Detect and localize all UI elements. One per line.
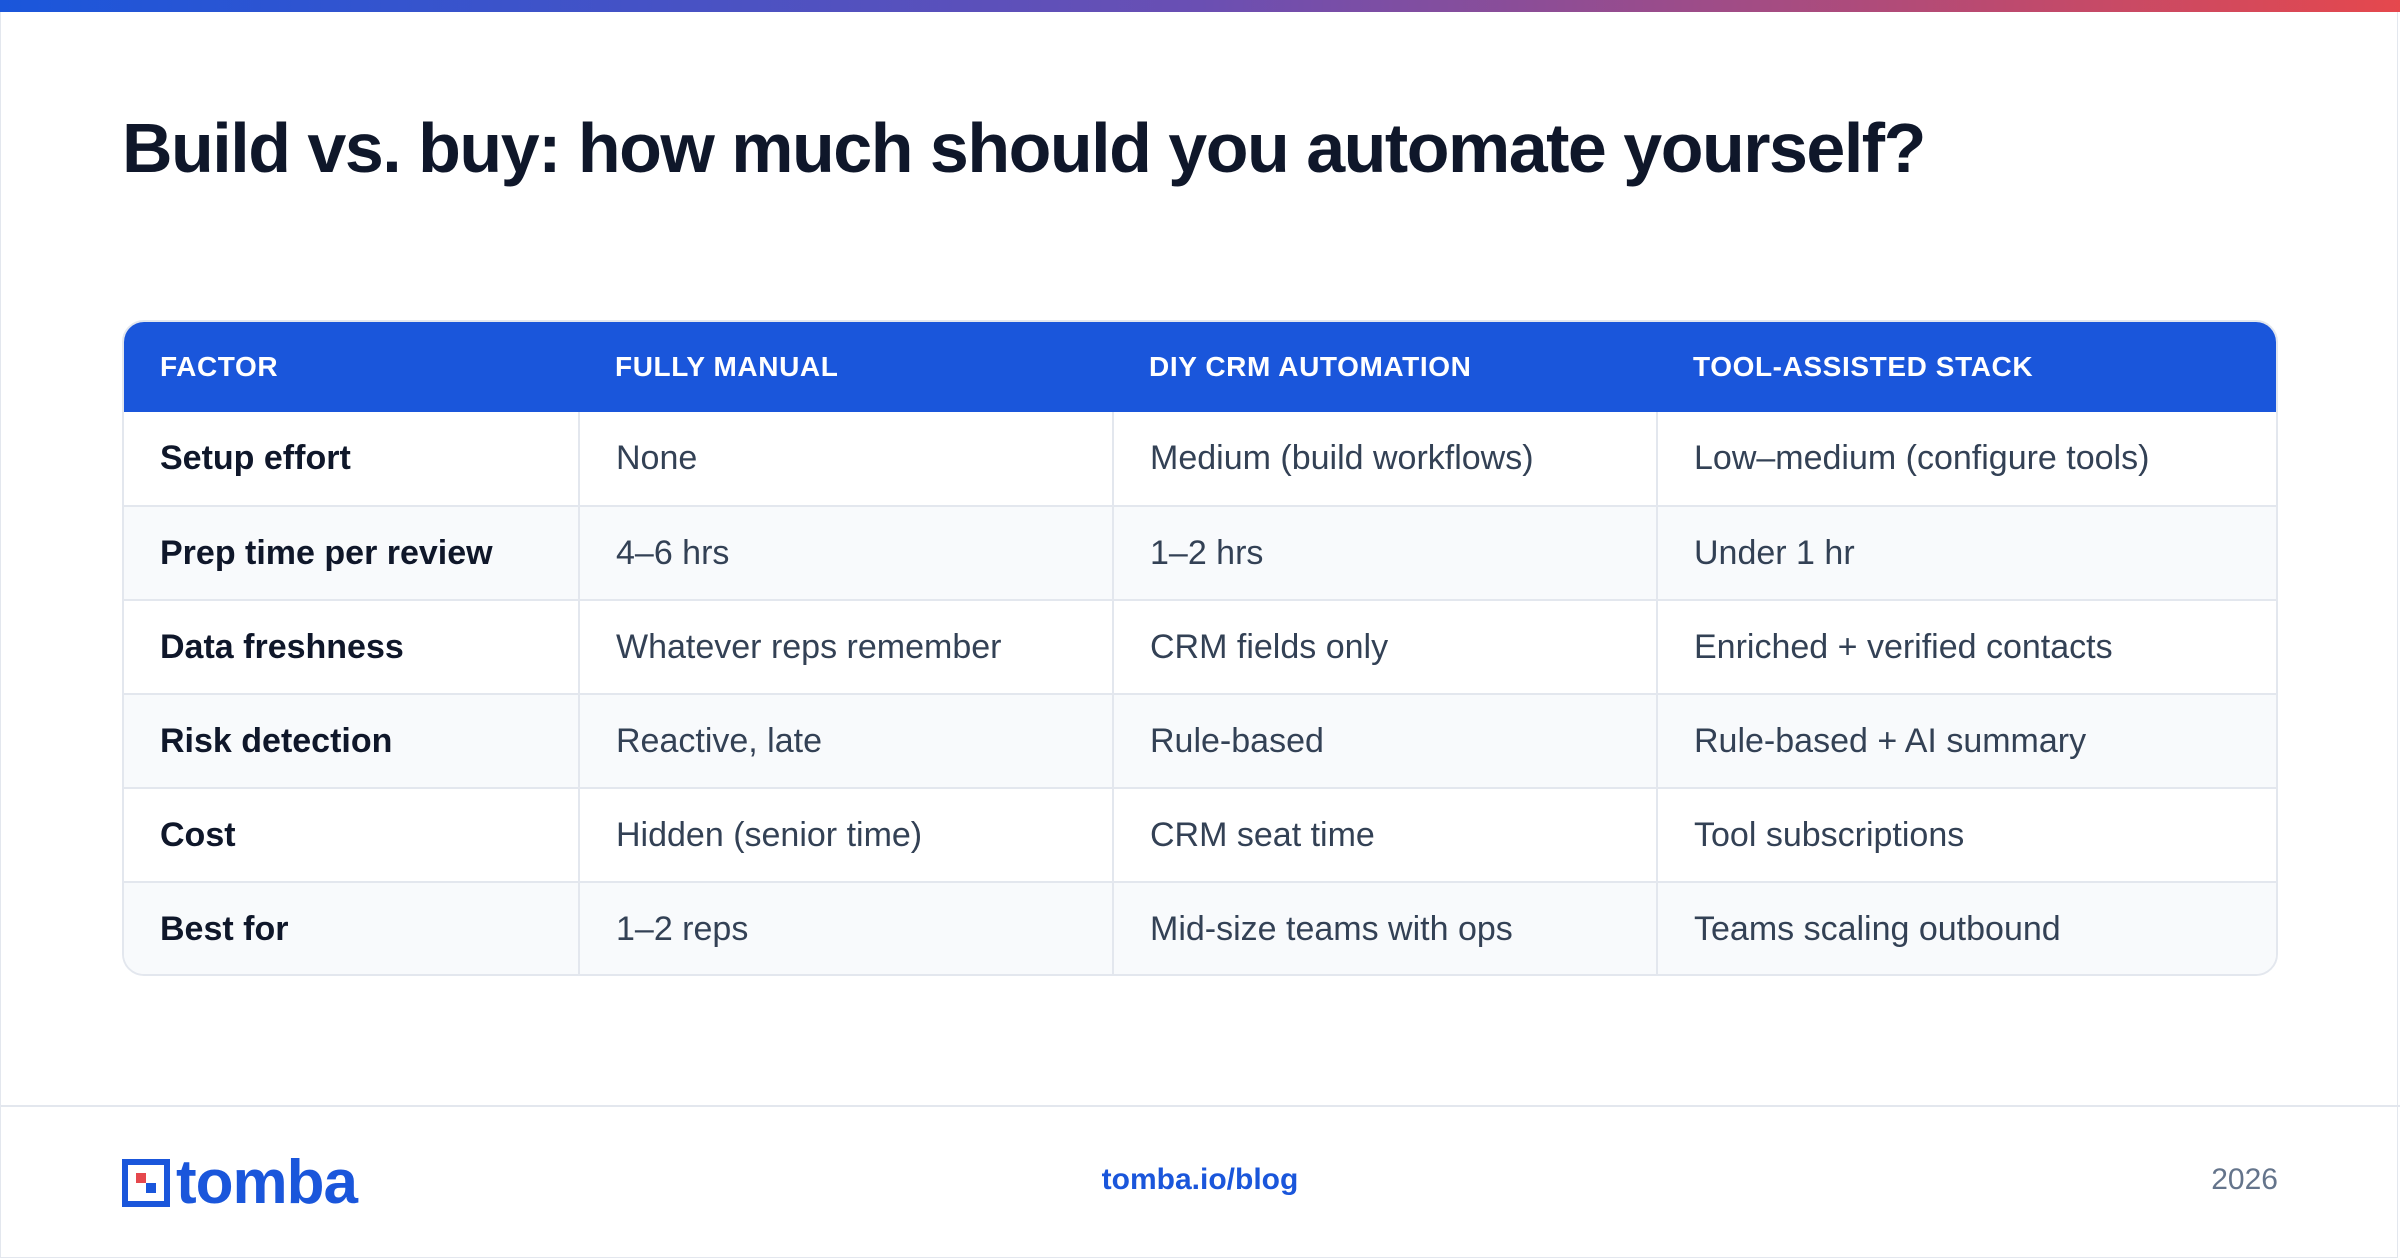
- page-title: Build vs. buy: how much should you autom…: [122, 109, 1926, 187]
- table-cell: Whatever reps remember: [578, 599, 1113, 694]
- row-factor-cell: Data freshness: [124, 599, 579, 694]
- table-row: Risk detection Reactive, late Rule-based…: [124, 693, 2276, 788]
- table-row: Best for 1–2 reps Mid-size teams with op…: [124, 881, 2276, 974]
- table-row: Cost Hidden (senior time) CRM seat time …: [124, 787, 2276, 882]
- table-cell: 1–2 reps: [578, 881, 1113, 974]
- table-cell: Reactive, late: [578, 693, 1113, 788]
- footer-divider: [0, 1105, 2400, 1107]
- table-cell: Mid-size teams with ops: [1112, 881, 1657, 974]
- row-factor-cell: Prep time per review: [124, 505, 579, 600]
- table-cell: 4–6 hrs: [578, 505, 1113, 600]
- table-cell: Enriched + verified contacts: [1656, 599, 2276, 694]
- header-factor: FACTOR: [124, 322, 579, 412]
- table-cell: None: [578, 412, 1113, 506]
- header-tool-assisted-stack: TOOL-ASSISTED STACK: [1657, 322, 2276, 412]
- table-cell: 1–2 hrs: [1112, 505, 1657, 600]
- table-header-row: FACTOR FULLY MANUAL DIY CRM AUTOMATION T…: [124, 322, 2276, 412]
- footer-year: 2026: [2211, 1163, 2278, 1196]
- blog-link[interactable]: tomba.io/blog: [1101, 1163, 1299, 1196]
- header-diy-crm-automation: DIY CRM AUTOMATION: [1113, 322, 1657, 412]
- row-factor-cell: Cost: [124, 787, 579, 882]
- table-cell: Under 1 hr: [1656, 505, 2276, 600]
- header-fully-manual: FULLY MANUAL: [579, 322, 1113, 412]
- tomba-logo[interactable]: tomba: [122, 1148, 358, 1217]
- row-factor-cell: Setup effort: [160, 439, 351, 477]
- table-cell: Rule-based: [1112, 693, 1657, 788]
- table-cell: Tool subscriptions: [1656, 787, 2276, 882]
- table-row: Setup effort None Medium (build workflow…: [124, 412, 2276, 506]
- table-cell: CRM seat time: [1112, 787, 1657, 882]
- table-cell: Hidden (senior time): [578, 787, 1113, 882]
- table-cell: Rule-based + AI summary: [1656, 693, 2276, 788]
- table-cell: Teams scaling outbound: [1656, 881, 2276, 974]
- gradient-top-bar: [0, 0, 2400, 12]
- table-cell: Low–medium (configure tools): [1656, 412, 2276, 506]
- table-cell: CRM fields only: [1112, 599, 1657, 694]
- table-row: Prep time per review 4–6 hrs 1–2 hrs Und…: [124, 505, 2276, 600]
- table-row: Data freshness Whatever reps remember CR…: [124, 599, 2276, 694]
- tomba-logo-mark-icon: [122, 1159, 170, 1207]
- comparison-table: FACTOR FULLY MANUAL DIY CRM AUTOMATION T…: [122, 320, 2278, 976]
- logo-wordmark: tomba: [176, 1148, 358, 1217]
- row-factor-cell: Best for: [124, 881, 579, 974]
- row-factor-cell: Risk detection: [124, 693, 579, 788]
- table-cell: Medium (build workflows): [1112, 412, 1657, 506]
